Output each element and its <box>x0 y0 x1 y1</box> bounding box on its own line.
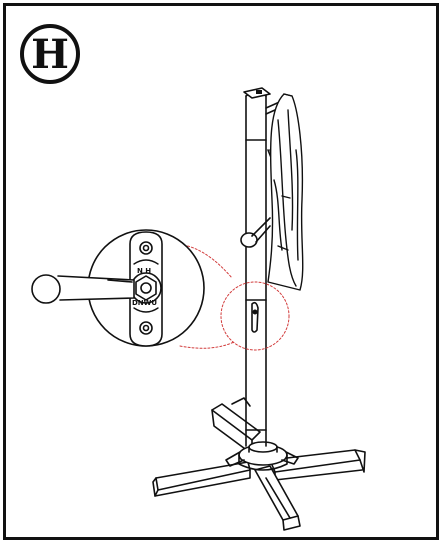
crank-up-label: N H <box>137 267 151 275</box>
umbrella-canopy-icon <box>267 93 304 291</box>
detail-callout <box>159 243 290 351</box>
crank-detail <box>31 229 205 347</box>
cross-base-icon <box>152 397 366 531</box>
instruction-panel: H <box>3 3 439 540</box>
step-letter-badge: H <box>20 24 80 84</box>
crank-handle-icon <box>31 274 135 304</box>
crank-down-label: DNWU <box>132 299 157 307</box>
